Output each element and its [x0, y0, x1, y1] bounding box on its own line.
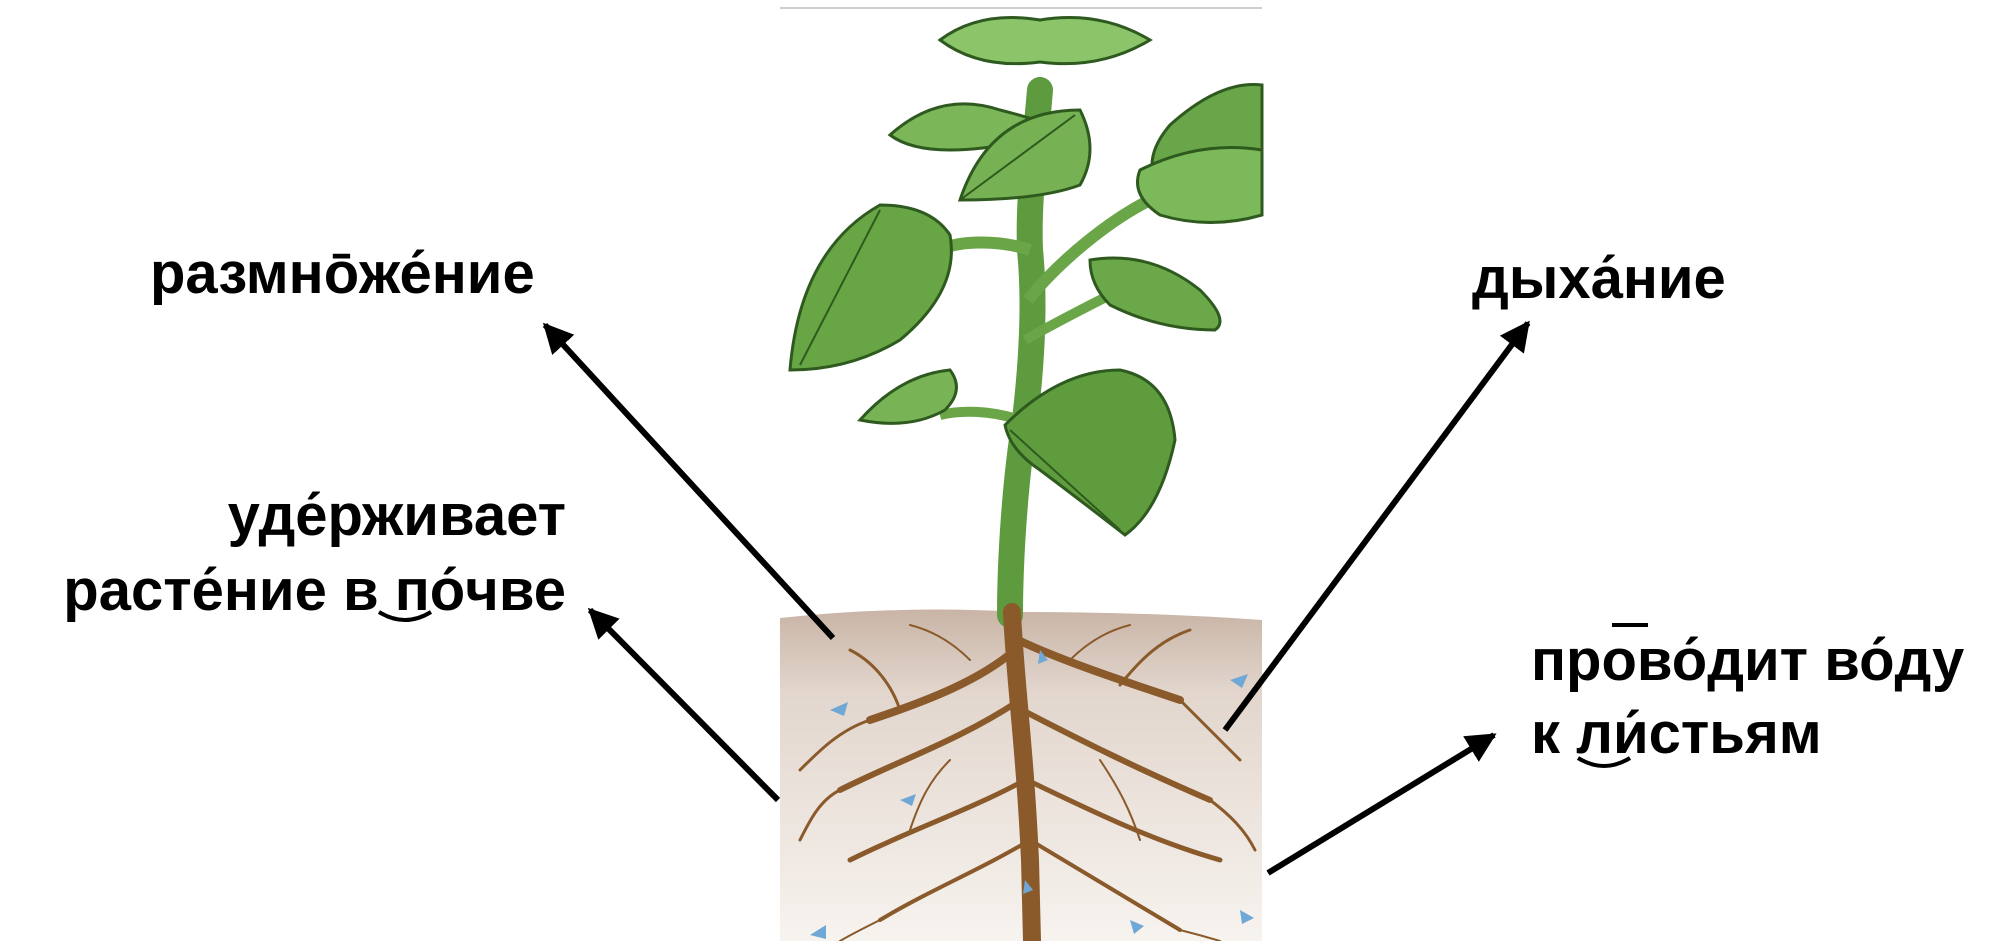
- label-respiration: дыха́ние: [1472, 250, 1726, 308]
- label-holds-line1: уде́рживает: [0, 487, 566, 545]
- arrow-respiration: [1225, 323, 1528, 730]
- label-holds-line2: расте́ние в по́чве: [0, 562, 566, 620]
- arrow-holds: [590, 610, 778, 800]
- label-reproduction: размно̄же́ние: [150, 245, 535, 303]
- label-conducts-line2: к ли́стьям: [1531, 705, 1822, 763]
- label-conducts-line1: прово́дит во́ду: [1531, 632, 1964, 690]
- arrow-reproduction: [545, 325, 833, 638]
- arrow-conducts: [1268, 735, 1494, 873]
